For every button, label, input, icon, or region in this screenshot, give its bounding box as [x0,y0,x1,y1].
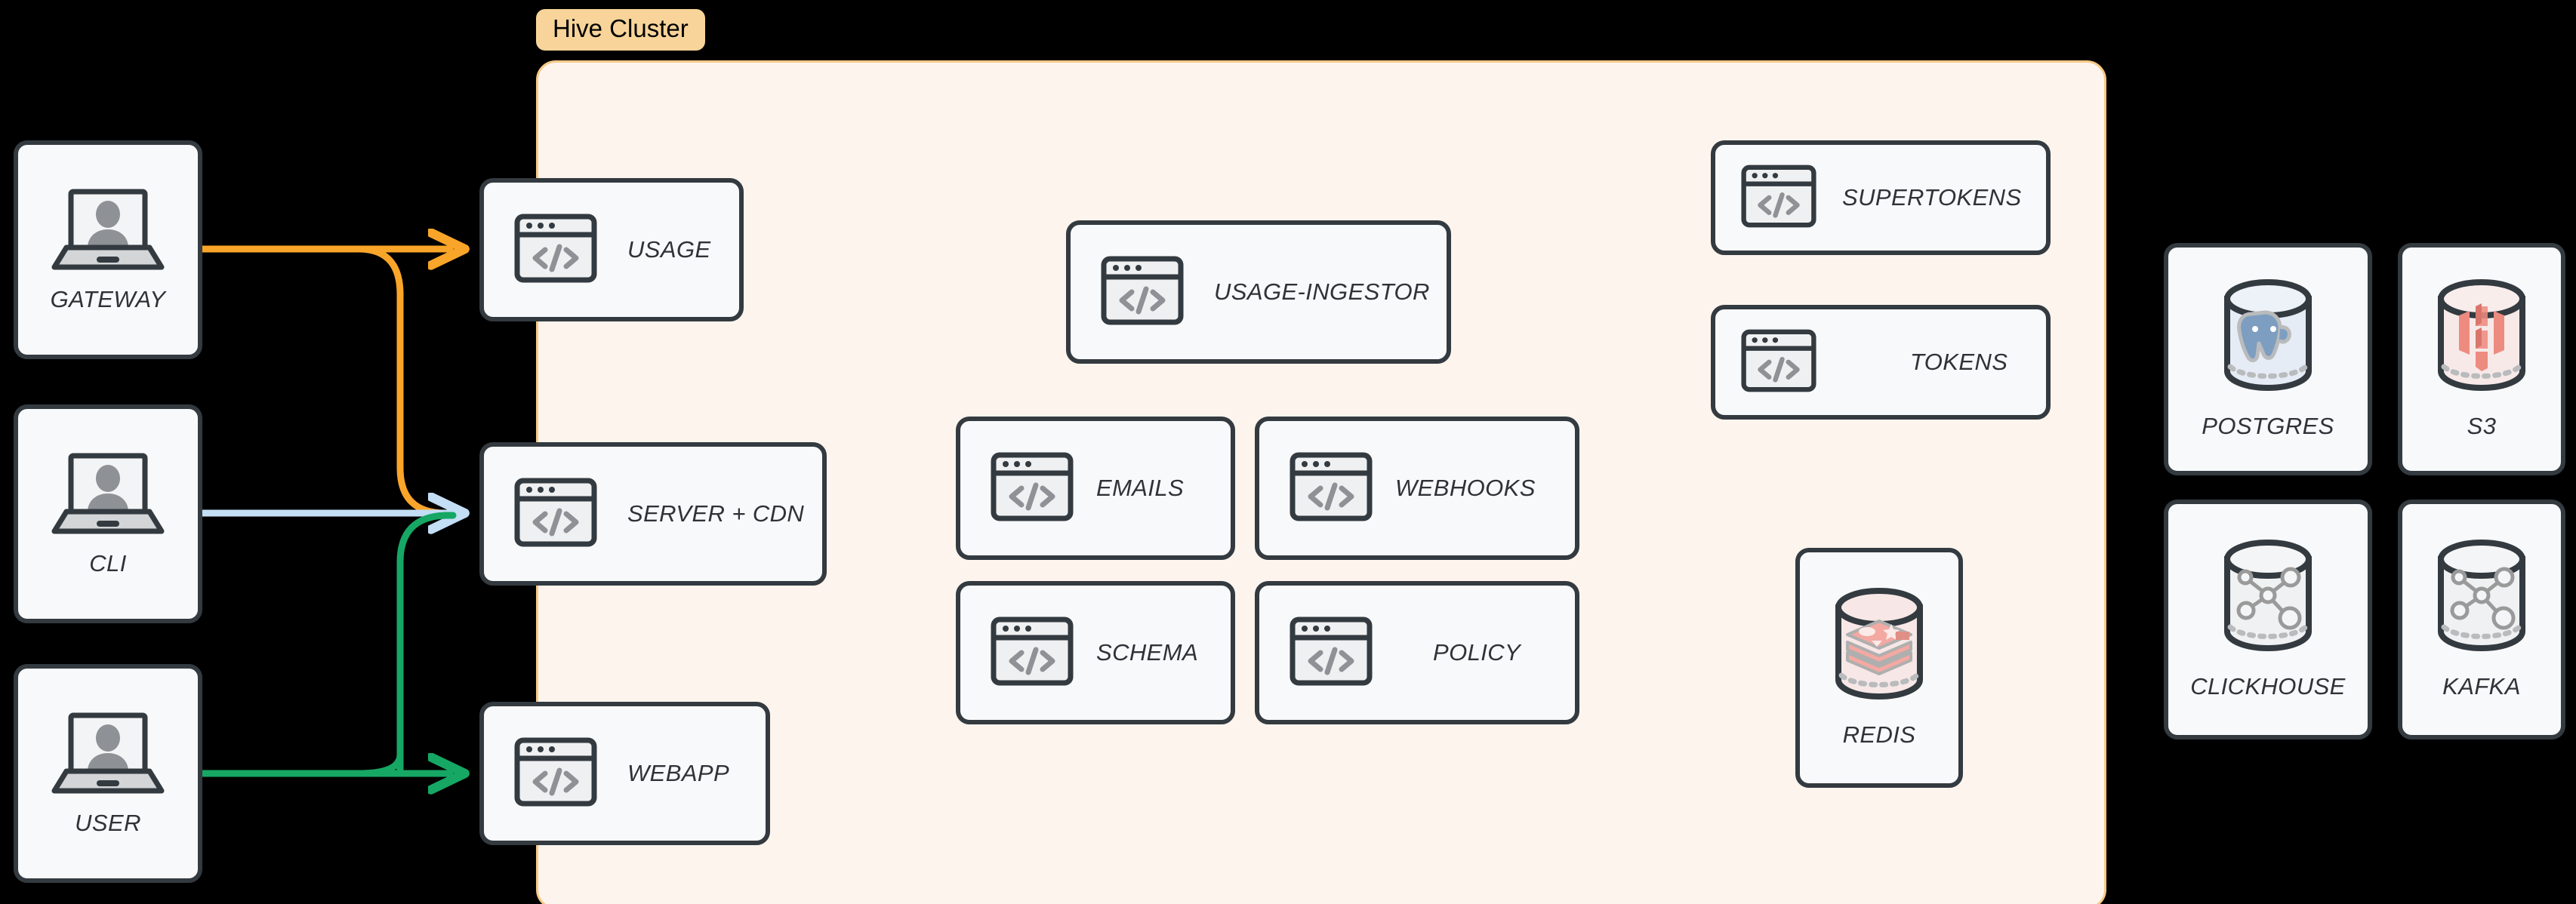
datastore-label: POSTGRES [2202,412,2334,439]
datastore-node-clickhouse[interactable]: CLICKHOUSE [2164,500,2372,739]
datastore-node-postgres[interactable]: POSTGRES [2164,243,2372,475]
generic-db-cylinder-icon [2429,539,2534,656]
service-node-webhooks[interactable]: WEBHOOKS [1255,417,1579,560]
service-label: POLICY [1433,639,1521,666]
code-window-icon [991,452,1074,525]
code-window-icon [514,737,597,810]
datastore-node-kafka[interactable]: KAFKA [2398,500,2565,739]
connection-gateway-to-server-cdn[interactable] [355,245,457,517]
code-window-icon [514,214,597,287]
service-label: WEBHOOKS [1395,475,1536,501]
client-label: GATEWAY [50,285,166,312]
service-label: TOKENS [1910,349,2008,375]
client-label: USER [75,809,141,836]
service-label: WEBAPP [627,760,730,786]
postgres-cylinder-icon [2215,278,2321,396]
datastore-label: CLICKHOUSE [2190,672,2346,700]
service-node-emails[interactable]: EMAILS [956,417,1235,560]
client-node-cli[interactable]: CLI [14,404,202,623]
service-node-schema[interactable]: SCHEMA [956,581,1235,724]
code-window-icon [1290,452,1373,525]
generic-db-cylinder-icon [2215,539,2321,656]
datastore-label: KAFKA [2442,672,2521,700]
s3-cylinder-icon [2429,278,2534,396]
client-label: CLI [89,549,127,577]
service-label: USAGE-INGESTOR [1214,278,1430,305]
code-window-icon [1741,165,1816,232]
client-node-gateway[interactable]: GATEWAY [14,140,202,359]
service-label: SERVER + CDN [627,500,805,527]
service-node-supertokens[interactable]: SUPERTOKENS [1711,140,2051,255]
service-node-webapp[interactable]: WEBAPP [479,702,770,845]
laptop-user-icon [51,187,165,278]
service-label: EMAILS [1096,475,1185,501]
datastore-node-s3[interactable]: S3 [2398,243,2565,475]
service-label: USAGE [627,236,711,263]
code-window-icon [1290,617,1373,690]
laptop-user-icon [51,711,165,802]
hive-cluster-badge: Hive Cluster [536,9,705,51]
service-node-server-cdn[interactable]: SERVER + CDN [479,442,827,586]
code-window-icon [1741,329,1816,396]
laptop-user-icon [51,451,165,543]
service-label: SCHEMA [1096,639,1199,666]
code-window-icon [514,478,597,551]
redis-cylinder-icon [1826,587,1932,705]
datastore-node-redis[interactable]: REDIS [1795,548,1963,788]
datastore-label: S3 [2467,412,2497,439]
connection-user-to-server-cdn[interactable] [396,512,457,777]
client-node-user[interactable]: USER [14,664,202,883]
connection-user-to-webapp[interactable] [199,755,450,773]
code-window-icon [1101,256,1184,329]
service-node-usage-ingestor[interactable]: USAGE-INGESTOR [1066,220,1451,364]
service-node-tokens[interactable]: TOKENS [1711,305,2051,420]
code-window-icon [991,617,1074,690]
datastore-label: REDIS [1842,721,1916,748]
service-label: SUPERTOKENS [1842,184,2022,211]
service-node-policy[interactable]: POLICY [1255,581,1579,724]
service-node-usage[interactable]: USAGE [479,178,744,321]
